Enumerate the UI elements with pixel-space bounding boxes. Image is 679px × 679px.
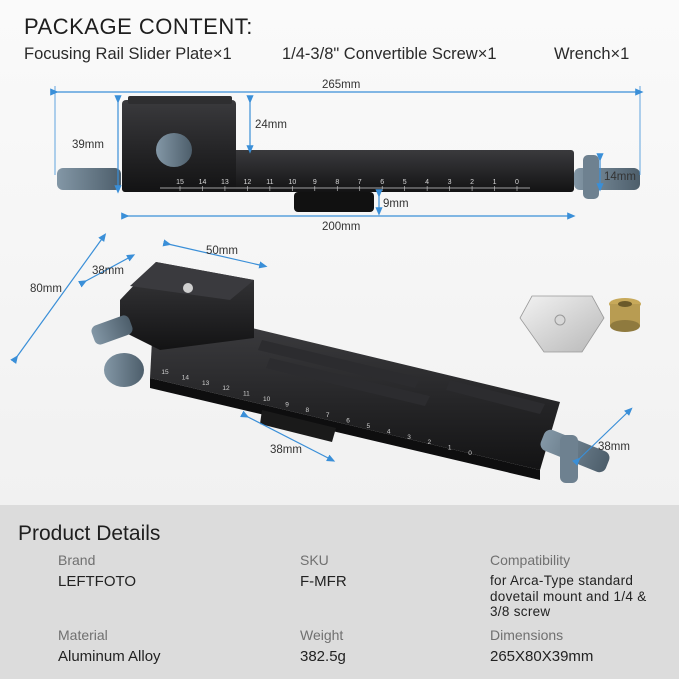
package-title: PACKAGE CONTENT: — [24, 14, 253, 39]
package-item-rail-plate: Focusing Rail Slider Plate×1 — [24, 45, 232, 63]
dim-height: 39mm — [72, 139, 104, 151]
perspective-scale-tick: 12 — [222, 385, 230, 392]
spec-label-material: Material — [58, 627, 108, 643]
perspective-scale-tick: 9 — [285, 401, 289, 408]
perspective-scale-tick: 2 — [428, 439, 432, 446]
product-details-title: Product Details — [18, 522, 161, 545]
perspective-scale-tick: 11 — [243, 391, 250, 398]
dim-rail-height: 14mm — [604, 171, 636, 183]
side-scale-tick: 9 — [313, 179, 317, 186]
side-foot — [294, 192, 374, 212]
side-scale-tick: 6 — [380, 179, 384, 186]
side-scale-tick: 8 — [335, 179, 339, 186]
side-scale-tick: 1 — [493, 179, 497, 186]
dim-end-width: 38mm — [598, 441, 630, 453]
dim-width: 80mm — [30, 283, 62, 295]
accessories — [519, 295, 641, 353]
side-scale-tick: 14 — [199, 179, 207, 186]
side-scale-tick: 5 — [403, 179, 407, 186]
dim-clamp-height: 24mm — [255, 119, 287, 131]
dim-total-length: 265mm — [322, 79, 360, 91]
side-scale-tick: 12 — [244, 179, 252, 186]
spec-label-compatibility: Compatibility — [490, 552, 571, 568]
dim-foot-height: 9mm — [383, 198, 409, 210]
dim-travel: 200mm — [322, 221, 360, 233]
side-clamp-knob — [156, 133, 192, 167]
package-item-screw: 1/4-3/8" Convertible Screw×1 — [282, 45, 497, 63]
perspective-scale-tick: 5 — [367, 423, 371, 430]
perspective-scale-tick: 7 — [326, 412, 330, 419]
dim-clamp-depth: 38mm — [92, 265, 124, 277]
perspective-scale-tick: 4 — [387, 428, 391, 435]
spec-value-brand: LEFTFOTO — [58, 573, 137, 590]
perspective-scale-tick: 6 — [346, 418, 350, 425]
package-item-wrench: Wrench×1 — [554, 45, 630, 63]
perspective-scale-tick: 13 — [202, 380, 210, 387]
dim-clamp-width: 50mm — [206, 245, 238, 257]
perspective-scale-tick: 8 — [306, 407, 310, 414]
spec-label-weight: Weight — [300, 627, 344, 643]
product-image-area: PACKAGE CONTENT: Focusing Rail Slider Pl… — [0, 0, 679, 505]
spec-value-material: Aluminum Alloy — [58, 648, 161, 665]
spec-value-weight: 382.5g — [300, 648, 346, 665]
perspective-knob-left — [104, 353, 144, 387]
side-scale-tick: 10 — [288, 179, 296, 186]
side-scale-tick: 2 — [470, 179, 474, 186]
perspective-scale-tick: 14 — [182, 374, 190, 381]
spec-value-compatibility: for Arca-Type standard dovetail mount an… — [490, 573, 647, 619]
side-rod-left — [57, 168, 121, 190]
side-scale-tick: 15 — [176, 179, 184, 186]
perspective-scale-tick: 10 — [263, 396, 271, 403]
dimension-lines — [10, 86, 644, 466]
dim-foot-width: 38mm — [270, 444, 302, 456]
side-scale-tick: 13 — [221, 179, 229, 186]
perspective-scale-tick: 3 — [407, 434, 411, 441]
perspective-rail-plate — [150, 328, 560, 470]
convertible-screw — [609, 298, 641, 332]
spec-label-dimensions: Dimensions — [490, 627, 564, 643]
spec-label-sku: SKU — [300, 552, 329, 568]
side-scale-tick: 0 — [515, 179, 519, 186]
spec-label-brand: Brand — [58, 552, 96, 568]
side-scale-tick: 11 — [266, 179, 273, 186]
side-scale-tick: 7 — [358, 179, 362, 186]
side-scale-tick: 4 — [425, 179, 429, 186]
product-details-panel: Product Details Brand LEFTFOTO SKU F-MFR… — [0, 505, 679, 679]
spec-value-sku: F-MFR — [300, 573, 347, 590]
perspective-scale-tick: 15 — [161, 369, 169, 376]
spec-value-dimensions: 265X80X39mm — [490, 648, 594, 665]
perspective-scale-tick: 1 — [448, 445, 452, 452]
side-scale-tick: 3 — [448, 179, 452, 186]
perspective-scale-tick: 0 — [468, 450, 472, 457]
